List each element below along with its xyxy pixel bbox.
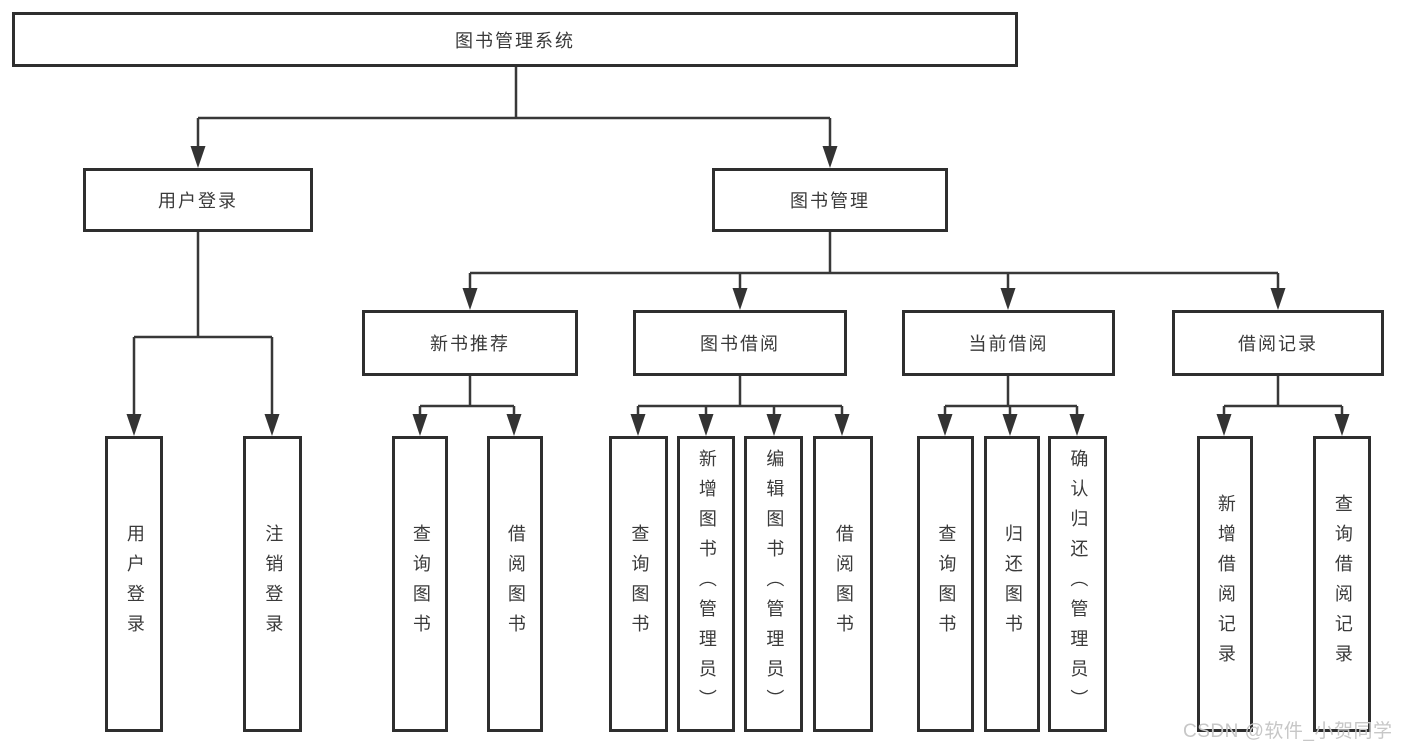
leaf-label: 查询图书 [936, 524, 957, 644]
node-current-borrow: 当前借阅 [902, 310, 1115, 376]
leaf-borrow-books: 借阅图书 [813, 436, 873, 732]
leaf-label: 查询图书 [629, 524, 650, 644]
node-borrow-records: 借阅记录 [1172, 310, 1384, 376]
leaf-borrow-books-recommend: 借阅图书 [487, 436, 543, 732]
node-book-borrow-label: 图书借阅 [700, 334, 780, 354]
node-book-management: 图书管理 [712, 168, 948, 232]
leaf-confirm-return-admin: 确认归还（管理员） [1048, 436, 1107, 732]
leaf-label: 借阅图书 [833, 524, 854, 644]
node-root: 图书管理系统 [12, 12, 1018, 67]
node-new-book-recommend-label: 新书推荐 [430, 334, 510, 354]
node-current-borrow-label: 当前借阅 [968, 334, 1049, 354]
node-book-management-label: 图书管理 [790, 191, 870, 211]
leaf-label: 用户登录 [124, 524, 145, 644]
node-borrow-records-label: 借阅记录 [1238, 334, 1318, 354]
leaf-query-books-recommend: 查询图书 [392, 436, 448, 732]
leaf-query-books-borrow: 查询图书 [609, 436, 668, 732]
node-user-login-label: 用户登录 [158, 191, 238, 211]
leaf-return-books: 归还图书 [984, 436, 1040, 732]
leaf-label: 新增图书（管理员） [696, 449, 717, 719]
csdn-watermark: CSDN @软件_小贺同学 [1183, 721, 1393, 742]
leaf-label: 归还图书 [1002, 524, 1023, 644]
node-new-book-recommend: 新书推荐 [362, 310, 578, 376]
node-user-login: 用户登录 [83, 168, 313, 232]
leaf-add-borrow-record: 新增借阅记录 [1197, 436, 1253, 732]
leaf-user-login: 用户登录 [105, 436, 163, 732]
leaf-query-borrow-record: 查询借阅记录 [1313, 436, 1371, 732]
leaf-label: 确认归还（管理员） [1068, 449, 1089, 719]
node-book-borrow: 图书借阅 [633, 310, 847, 376]
leaf-label: 查询图书 [410, 524, 431, 644]
leaf-label: 新增借阅记录 [1215, 494, 1236, 674]
arrowheads [126, 146, 1350, 436]
leaf-edit-books-admin: 编辑图书（管理员） [744, 436, 803, 732]
leaf-label: 编辑图书（管理员） [764, 449, 785, 719]
leaf-query-books-current: 查询图书 [917, 436, 974, 732]
leaf-add-books-admin: 新增图书（管理员） [677, 436, 735, 732]
leaf-logout: 注销登录 [243, 436, 302, 732]
leaf-label: 查询借阅记录 [1332, 494, 1353, 674]
node-root-label: 图书管理系统 [455, 30, 575, 51]
leaf-label: 借阅图书 [505, 524, 526, 644]
leaf-label: 注销登录 [263, 524, 284, 644]
